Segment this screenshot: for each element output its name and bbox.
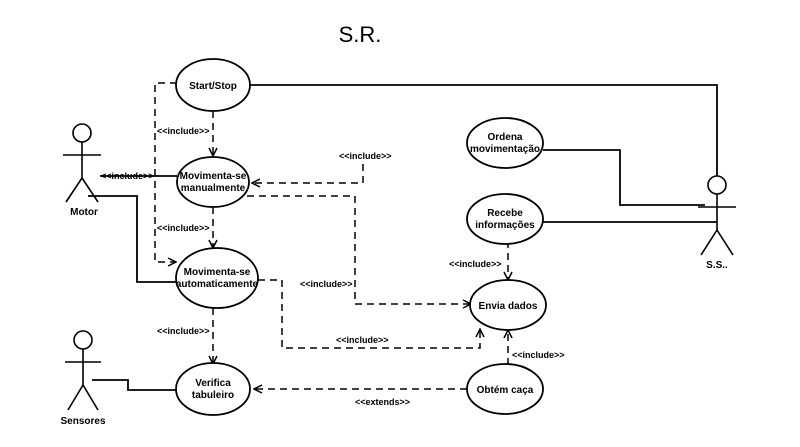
actor-sensores: Sensores <box>60 330 106 427</box>
label-include-recebe-envia: <<include>> <box>449 259 502 269</box>
svg-text:Recebe: Recebe <box>487 208 523 219</box>
svg-text:Verifica: Verifica <box>195 378 231 389</box>
svg-text:Sensores: Sensores <box>60 416 105 427</box>
svg-text:manualmente: manualmente <box>181 183 246 194</box>
stick-figure-icon <box>698 175 736 256</box>
svg-text:Movimenta-se: Movimenta-se <box>184 267 251 278</box>
svg-text:tabuleiro: tabuleiro <box>192 390 234 401</box>
association-startstop-ss <box>250 84 718 176</box>
svg-text:Obtém caça: Obtém caça <box>477 385 534 396</box>
svg-text:automaticamente: automaticamente <box>176 279 259 290</box>
svg-text:Motor: Motor <box>70 207 98 218</box>
include-startstop-auto <box>154 82 177 262</box>
label-include-manual-auto: <<include>> <box>157 223 210 233</box>
label-include-auto-verifica: <<include>> <box>157 326 210 336</box>
actor-ss: S.S.. <box>698 175 736 271</box>
svg-text:S.S..: S.S.. <box>706 260 728 271</box>
association-sensores-verifica <box>92 379 177 391</box>
use-case-obtem-caca: Obtém caça <box>466 363 544 415</box>
use-case-start-stop: Start/Stop <box>175 58 251 112</box>
use-case-verifica-tabuleiro: Verifica tabuleiro <box>175 362 251 416</box>
label-include-startstop-manual: <<include>> <box>157 126 210 136</box>
label-include-motor: <<include>> <box>101 171 154 181</box>
include-auto-envia <box>258 279 480 349</box>
diagram-title: S.R. <box>339 22 382 47</box>
svg-text:Ordena: Ordena <box>487 132 522 143</box>
use-case-recebe-informacoes: Recebe informações <box>466 193 544 245</box>
association-ordena-ss <box>543 149 705 206</box>
use-case-movimenta-automaticamente: Movimenta-se automaticamente <box>175 247 259 309</box>
label-extends-obtem-verifica: <<extends>> <box>355 397 410 407</box>
label-include-manual-envia: <<include>> <box>300 279 353 289</box>
svg-text:movimentação: movimentação <box>470 144 540 155</box>
svg-text:informações: informações <box>475 220 535 231</box>
svg-text:Movimenta-se: Movimenta-se <box>180 171 247 182</box>
stick-figure-icon <box>65 330 101 411</box>
include-manual-envia <box>247 195 471 304</box>
include-ordena-manual <box>252 164 364 183</box>
label-include-auto-envia: <<include>> <box>336 335 389 345</box>
use-case-movimenta-manualmente: Movimenta-se manualmente <box>176 156 250 208</box>
svg-text:Envia dados: Envia dados <box>479 301 538 312</box>
association-motor-auto <box>88 195 177 283</box>
stick-figure-icon <box>63 123 101 203</box>
svg-text:Start/Stop: Start/Stop <box>189 81 237 92</box>
label-include-ordena-manual: <<include>> <box>339 151 392 161</box>
use-case-envia-dados: Envia dados <box>469 279 547 331</box>
label-include-obtem-envia: <<include>> <box>512 350 565 360</box>
actor-motor: Motor <box>63 123 101 218</box>
use-case-ordena-movimentacao: Ordena movimentação <box>466 117 544 169</box>
